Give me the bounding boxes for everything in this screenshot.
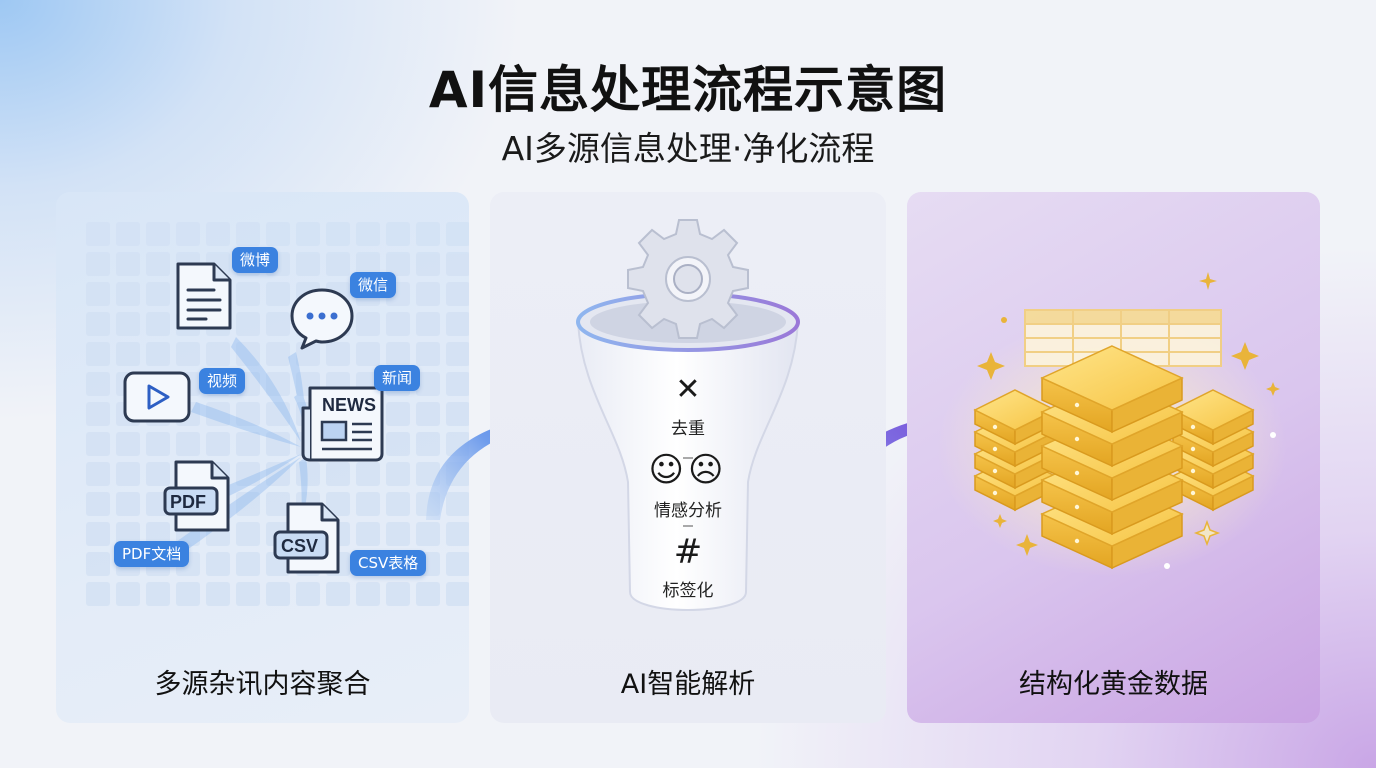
video-play-icon xyxy=(123,371,191,423)
step-dedupe-label: 去重 xyxy=(671,419,705,439)
golden-data-illustration xyxy=(937,272,1287,577)
panel-golden-data-label: 结构化黄金数据 xyxy=(1019,669,1208,700)
source-tag-csv: CSV表格 xyxy=(350,550,427,576)
sparkle-icons xyxy=(977,272,1280,556)
table-grid-icon xyxy=(1024,309,1222,367)
newspaper-icon xyxy=(301,386,384,462)
step-tagging-label: 标签化 xyxy=(662,581,714,601)
source-tag-weibo: 微博 xyxy=(232,247,279,273)
panel-golden-data: 结构化黄金数据 xyxy=(907,192,1320,723)
document-icon xyxy=(176,262,232,330)
newspaper-icon-label: NEWS xyxy=(322,395,376,415)
panel-analysis-label: AI智能解析 xyxy=(620,669,756,700)
cross-icon: ✕ xyxy=(675,372,701,407)
source-tag-wechat: 微信 xyxy=(350,272,397,298)
panel-sources: 微博 微信 视频 NEWS 新闻 PDF PDF文档 CSV CSV表格 xyxy=(56,192,469,723)
pdf-file-icon xyxy=(163,460,230,532)
funnel-icon xyxy=(576,219,800,612)
panel-sources-label: 多源杂讯内容聚合 xyxy=(154,669,371,700)
page-subtitle: AI多源信息处理·净化流程 xyxy=(501,129,875,168)
step-sentiment-label: 情感分析 xyxy=(654,501,722,521)
hash-icon: # xyxy=(673,532,703,572)
smile-frown-icon: ☺☹ xyxy=(648,450,728,490)
gold-blocks-icon xyxy=(973,345,1255,570)
page-title: AI信息处理流程示意图 xyxy=(428,61,948,119)
csv-icon-label: CSV xyxy=(281,536,319,556)
gear-icon xyxy=(627,219,749,339)
source-tag-news: 新闻 xyxy=(374,365,421,391)
csv-file-icon xyxy=(273,502,340,574)
panel-analysis: ✕ 去重 ☺☹ 情感分析 # 标签化 AI智能解析 xyxy=(490,192,886,723)
source-tag-video: 视频 xyxy=(199,368,246,394)
pdf-icon-label: PDF xyxy=(170,492,206,512)
source-tag-pdf: PDF文档 xyxy=(114,541,190,567)
chat-bubble-icon xyxy=(290,288,354,350)
